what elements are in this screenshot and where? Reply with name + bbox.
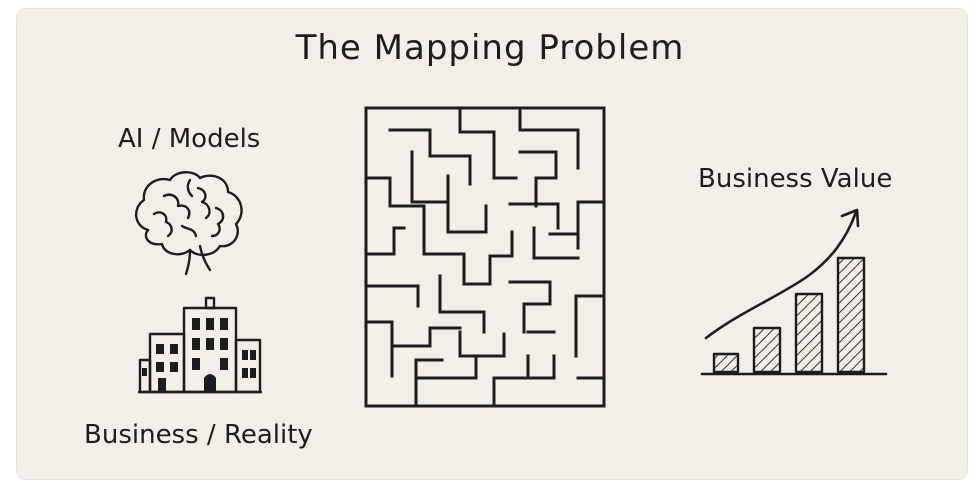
maze-icon	[364, 106, 606, 408]
building-icon	[138, 296, 262, 394]
trend-arrow-icon	[704, 208, 860, 340]
business-value-label: Business Value	[698, 164, 893, 194]
diagram-card	[16, 8, 968, 480]
rising-bar-chart-icon	[700, 208, 888, 376]
business-reality-label: Business / Reality	[84, 420, 313, 450]
brain-icon	[135, 171, 243, 276]
ai-models-label: AI / Models	[118, 124, 261, 154]
diagram-title: The Mapping Problem	[295, 28, 685, 68]
